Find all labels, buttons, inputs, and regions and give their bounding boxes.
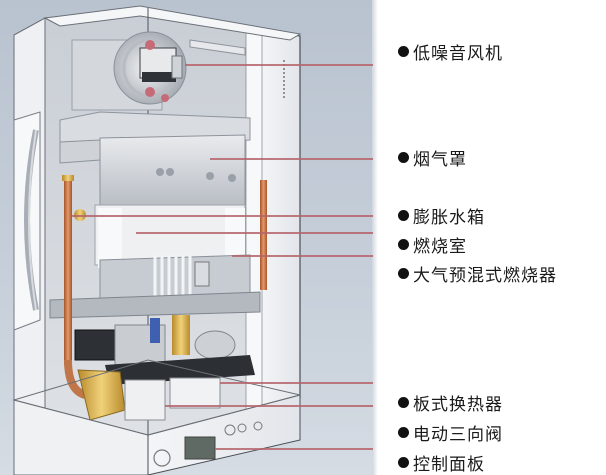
bullet-icon [398, 268, 409, 279]
bullet-icon [398, 46, 409, 57]
leader-line-combustion-chamber [136, 232, 373, 234]
boiler-illustration [12, 5, 302, 475]
bullet-icon [398, 427, 409, 438]
leader-line-flue-hood [210, 158, 373, 160]
label-text: 烟气罩 [413, 150, 467, 170]
label-premix-burner: 大气预混式燃烧器 [398, 261, 557, 286]
bullet-icon [398, 210, 409, 221]
leader-line-burner [232, 255, 373, 257]
label-text: 膨胀水箱 [413, 208, 485, 228]
label-column: 低噪音风机 烟气罩 膨胀水箱 燃烧室 大气预混式燃烧器 板式换热器 电动三向阀 [398, 0, 606, 475]
label-text: 电动三向阀 [413, 425, 503, 445]
label-control-panel: 控制面板 [398, 450, 485, 475]
label-text: 板式换热器 [413, 395, 503, 415]
burner [49, 254, 261, 319]
bullet-icon [398, 152, 409, 163]
bullet-icon [398, 397, 409, 408]
fan-assembly [71, 31, 246, 111]
label-combustion-chamber: 燃烧室 [398, 232, 467, 257]
label-expansion-tank: 膨胀水箱 [398, 203, 485, 228]
hydraulic-block [74, 315, 255, 421]
label-text: 低噪音风机 [413, 44, 503, 64]
leader-line-expansion-tank [72, 215, 373, 217]
leader-line-three-way-valve [165, 405, 373, 407]
label-plate-heat-exchanger: 板式换热器 [398, 390, 503, 415]
label-text: 燃烧室 [413, 237, 467, 257]
background-fade [372, 0, 378, 475]
bullet-icon [398, 239, 409, 250]
leader-line-heat-exchanger [220, 382, 373, 384]
label-text: 大气预混式燃烧器 [413, 266, 557, 286]
label-three-way-valve: 电动三向阀 [398, 420, 503, 445]
leader-line-control-panel [215, 448, 373, 450]
leader-line-fan [185, 64, 373, 66]
label-low-noise-fan: 低噪音风机 [398, 39, 503, 64]
label-text: 控制面板 [413, 455, 485, 475]
bullet-icon [398, 457, 409, 468]
label-flue-hood: 烟气罩 [398, 145, 467, 170]
flue-hood [59, 111, 251, 206]
